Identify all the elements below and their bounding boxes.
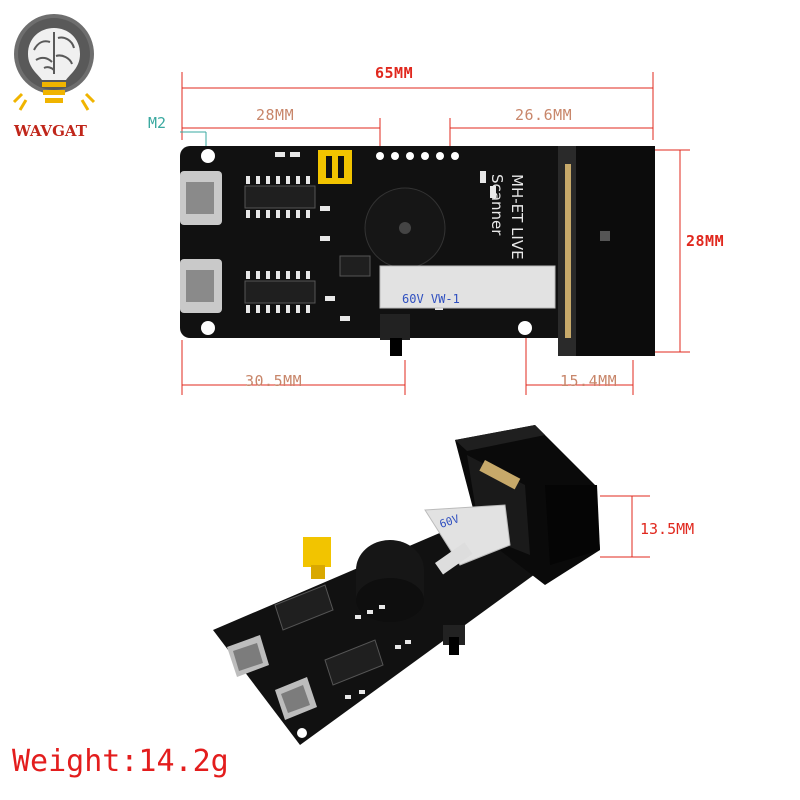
dim-height: 28MM bbox=[686, 232, 725, 250]
angled-view-drawing: 60V bbox=[213, 425, 600, 745]
dim-right-section: 26.6MM bbox=[515, 106, 573, 124]
board-model: MH-ET LIVE bbox=[508, 174, 526, 260]
cable-label: 60V VW-1 bbox=[402, 292, 460, 306]
brand-logo: WAVGAT bbox=[10, 10, 100, 140]
top-dimension-lines bbox=[180, 72, 690, 395]
angled-view-board: 60V bbox=[205, 415, 615, 750]
top-view-board: 60V VW-1 MH-ET LIVE Scanner bbox=[180, 146, 655, 366]
brain-lightbulb-icon bbox=[12, 14, 96, 111]
dim-bottom-left: 30.5MM bbox=[245, 372, 303, 390]
weight-label: Weight:14.2g bbox=[12, 744, 229, 779]
dim-overall-length: 65MM bbox=[375, 64, 414, 82]
dim-left-to-m2: 28MM bbox=[256, 106, 295, 124]
board-model2: Scanner bbox=[488, 174, 506, 236]
dim-bottom-right: 15.4MM bbox=[560, 372, 618, 390]
dim-hole-label: M2 bbox=[148, 114, 167, 132]
brand-name: WAVGAT bbox=[14, 122, 87, 140]
dim-depth: 13.5MM bbox=[640, 520, 695, 538]
depth-dimension-lines bbox=[600, 495, 650, 558]
top-view-board-drawing: 60V VW-1 MH-ET LIVE Scanner bbox=[180, 146, 655, 366]
angled-cable-label: 60V bbox=[438, 512, 461, 531]
